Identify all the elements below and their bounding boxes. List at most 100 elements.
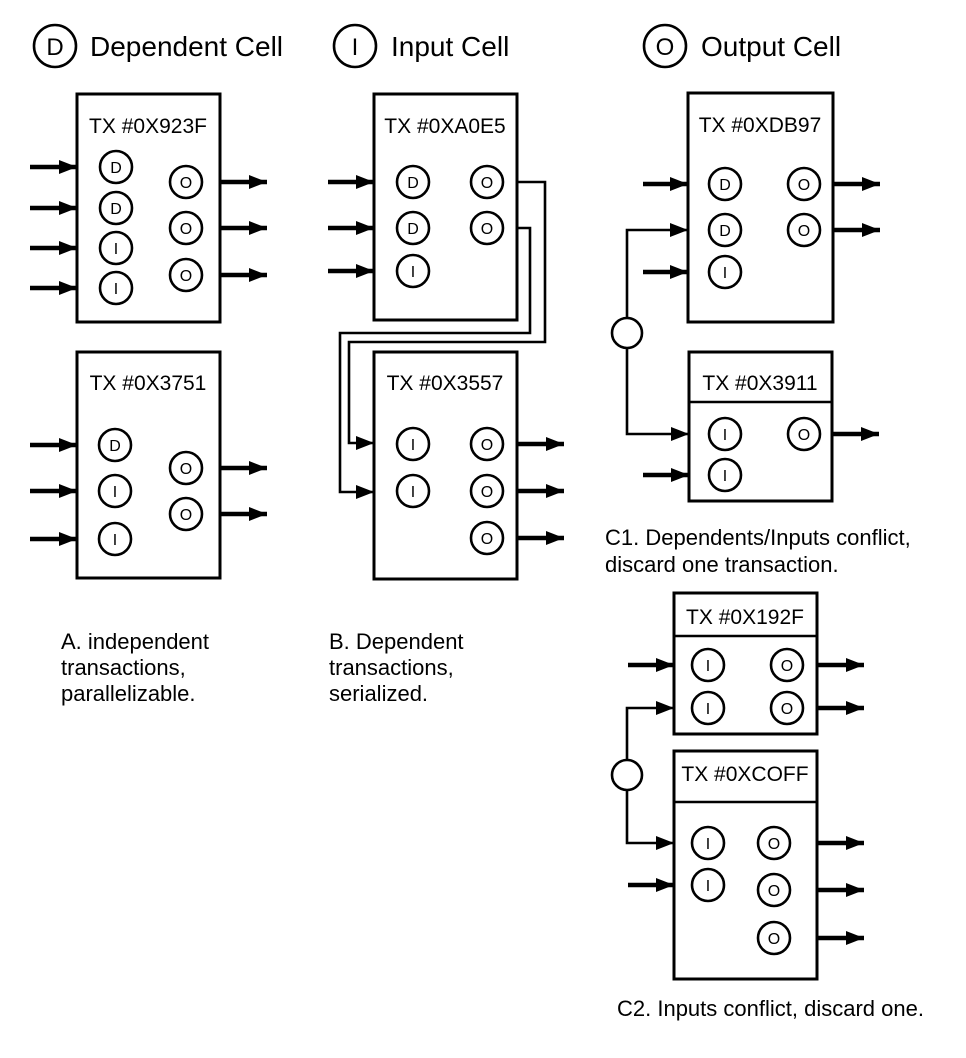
cell-letter: D xyxy=(109,438,121,455)
cell-letter: O xyxy=(768,836,780,853)
cell-letter: O xyxy=(798,177,810,194)
cell-letter: O xyxy=(768,883,780,900)
tx-title: TX #0X3557 xyxy=(387,372,504,395)
output-cell-icon xyxy=(642,23,688,69)
legend-item-input: I Input Cell xyxy=(332,23,509,69)
cell-letter: O xyxy=(481,175,493,192)
cell-letter: O xyxy=(180,175,192,192)
output-cell-icon: O xyxy=(756,872,792,908)
cell-letter: I xyxy=(114,281,118,298)
output-cell-icon: O xyxy=(168,210,204,246)
caption-c2: C2. Inputs conflict, discard one. xyxy=(617,996,924,1021)
conflict-connector-line xyxy=(625,223,688,318)
output-cell-icon: O xyxy=(469,473,505,509)
tx-title: TX #0XCOFF xyxy=(681,763,808,786)
cell-letter: D xyxy=(719,223,731,240)
cell-letter: O xyxy=(798,427,810,444)
caption-line: transactions, xyxy=(61,655,186,680)
cell-letter: O xyxy=(180,221,192,238)
conflict-connector-line xyxy=(625,790,674,850)
output-cell-icon: O xyxy=(786,166,822,202)
cell-letter: I xyxy=(114,241,118,258)
shared-cell-junction-icon xyxy=(610,316,644,350)
conflict-connector-line xyxy=(625,701,674,760)
output-cell-icon: O xyxy=(756,920,792,956)
cell-letter: D xyxy=(407,221,419,238)
cell-letter: D xyxy=(719,177,731,194)
caption-a: A. independent transactions, paralleliza… xyxy=(61,629,209,706)
output-cell-icon: O xyxy=(769,647,805,683)
cell-letter: I xyxy=(411,484,415,501)
panel-a: TX #0X923F D D I I O O O TX #0X3751 D I … xyxy=(30,92,267,706)
output-cell-icon: O xyxy=(469,520,505,556)
dependent-cell-icon: D xyxy=(395,210,431,246)
cell-letter: O xyxy=(481,484,493,501)
input-cell-icon: I xyxy=(395,426,431,462)
tx-box-0xcoff: TX #0XCOFF I I O O O xyxy=(628,749,864,981)
caption-line: discard one transaction. xyxy=(605,552,839,577)
tx-box-0xdb97: TX #0XDB97 D D I O O xyxy=(643,91,880,324)
tx-box-0x3751: TX #0X3751 D I I O O xyxy=(30,350,267,580)
dependency-connector-line xyxy=(338,226,532,499)
caption-line: A. independent xyxy=(61,629,209,654)
input-cell-icon: I xyxy=(97,521,133,557)
tx-title: TX #0X192F xyxy=(686,606,804,629)
caption-line: B. Dependent xyxy=(329,629,464,654)
dependent-cell-icon: D xyxy=(707,212,743,248)
output-cell-icon: O xyxy=(469,164,505,200)
legend-item-output: O Output Cell xyxy=(642,23,841,69)
caption-c1: C1. Dependents/Inputs conflict, discard … xyxy=(605,525,911,577)
cell-letter: I xyxy=(113,532,117,549)
caption-line: C2. Inputs conflict, discard one. xyxy=(617,996,924,1021)
cell-letter: I xyxy=(723,427,727,444)
legend-label: Dependent Cell xyxy=(90,31,283,62)
cell-letter: I xyxy=(723,265,727,282)
dependent-cell-icon xyxy=(32,23,78,69)
output-cell-icon: O xyxy=(168,496,204,532)
dependent-cell-icon: D xyxy=(97,427,133,463)
dependent-cell-icon: D xyxy=(98,149,134,185)
cell-letter: O xyxy=(781,701,793,718)
cell-letter: D xyxy=(407,175,419,192)
output-cell-icon: O xyxy=(168,450,204,486)
output-cell-icon: O xyxy=(786,416,822,452)
legend-symbol: D xyxy=(46,34,63,61)
caption-line: serialized. xyxy=(329,681,428,706)
legend-label: Output Cell xyxy=(701,31,841,62)
tx-box-0x3557: TX #0X3557 I I O O O xyxy=(372,350,564,581)
caption-b: B. Dependent transactions, serialized. xyxy=(329,629,464,706)
input-cell-icon: I xyxy=(707,254,743,290)
dependent-cell-icon: D xyxy=(707,166,743,202)
input-cell-icon: I xyxy=(97,473,133,509)
output-cell-icon: O xyxy=(756,825,792,861)
input-cell-icon: I xyxy=(98,230,134,266)
tx-box-0x923f: TX #0X923F D D I I O O O xyxy=(30,92,267,324)
input-cell-icon: I xyxy=(690,825,726,861)
cell-letter: I xyxy=(706,658,710,675)
legend-symbol: O xyxy=(656,34,675,61)
cell-letter: I xyxy=(411,437,415,454)
cell-letter: O xyxy=(768,931,780,948)
panel-b: TX #0XA0E5 D D I O O TX #0X3557 I I O O … xyxy=(328,92,564,706)
cell-letter: D xyxy=(110,201,122,218)
tx-title: TX #0XDB97 xyxy=(699,114,822,137)
cell-letter: I xyxy=(113,484,117,501)
cell-letter: O xyxy=(481,437,493,454)
tx-title: TX #0X3911 xyxy=(702,372,817,395)
output-cell-icon: O xyxy=(786,212,822,248)
cell-letter: I xyxy=(706,878,710,895)
caption-line: parallelizable. xyxy=(61,681,196,706)
tx-title: TX #0XA0E5 xyxy=(384,115,505,138)
dependency-connector-line xyxy=(347,180,547,450)
tx-title: TX #0X3751 xyxy=(90,372,207,395)
input-cell-icon: I xyxy=(690,690,726,726)
legend-label: Input Cell xyxy=(391,31,509,62)
cell-letter: I xyxy=(706,836,710,853)
caption-line: C1. Dependents/Inputs conflict, xyxy=(605,525,911,550)
input-cell-icon: I xyxy=(395,473,431,509)
input-cell-icon: I xyxy=(707,416,743,452)
caption-line: transactions, xyxy=(329,655,454,680)
cell-letter: I xyxy=(411,264,415,281)
